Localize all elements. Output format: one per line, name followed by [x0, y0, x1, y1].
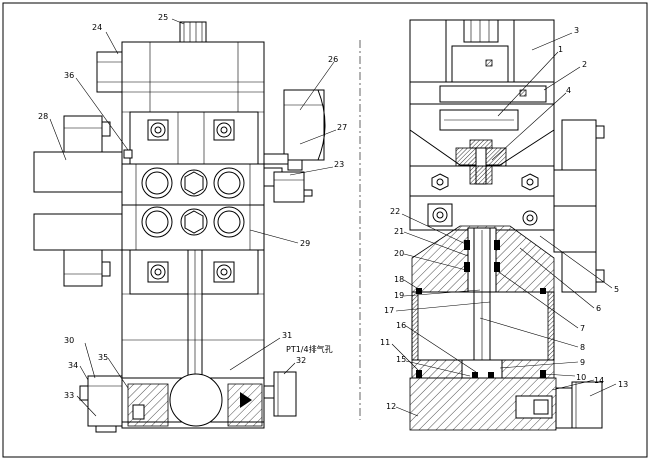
- callout-label: 20: [394, 249, 404, 258]
- section-view: [409, 19, 605, 431]
- callout-label: 11: [380, 338, 390, 347]
- front-view: [33, 21, 326, 433]
- callout-label: 27: [337, 123, 347, 132]
- callout-label: 31: [282, 331, 292, 340]
- bottom-gauge: [555, 381, 603, 429]
- callout-label: 5: [614, 285, 619, 294]
- callout-label: 24: [92, 23, 102, 32]
- callout-label: 34: [68, 361, 78, 370]
- callout-label: 23: [334, 160, 344, 169]
- base-bore: [169, 373, 223, 427]
- solenoid-stack: [553, 119, 605, 293]
- side-valve: [263, 167, 313, 203]
- side-block: [96, 51, 123, 93]
- port-bottom-right: [213, 206, 245, 238]
- callout-label: 28: [38, 112, 48, 121]
- callout-label: 12: [386, 402, 396, 411]
- callout-label: 7: [580, 324, 585, 333]
- callout-label: 22: [390, 207, 400, 216]
- callout-label: 35: [98, 353, 108, 362]
- callout-label: 26: [328, 55, 338, 64]
- callout-label: 30: [64, 336, 74, 345]
- callout-label: 4: [566, 86, 571, 95]
- callouts-right: 3 1 2 4 22 21 20 18 19 17 16 11 15 12 5 …: [380, 26, 628, 411]
- solenoid-upper: [33, 115, 123, 193]
- callout-label: 36: [64, 71, 74, 80]
- callout-label: 25: [158, 13, 168, 22]
- callout-label: 29: [300, 239, 310, 248]
- pipe-note: PT1/4排气孔: [286, 344, 333, 354]
- callout-label: 32: [296, 356, 306, 365]
- callout-label: 10: [576, 373, 586, 382]
- port-top-mid: [180, 169, 208, 197]
- left-fitting: [87, 375, 123, 427]
- callout-label: 21: [394, 227, 404, 236]
- callout-label: 8: [580, 343, 585, 352]
- callout-label: 13: [618, 380, 628, 389]
- callout-label: 6: [596, 304, 601, 313]
- port-top-right: [213, 167, 245, 199]
- callout-label: 2: [582, 60, 587, 69]
- solenoid-lower: [33, 213, 123, 287]
- callout-label: 14: [594, 376, 604, 385]
- port-bottom-mid: [180, 208, 208, 236]
- callout-label: 3: [574, 26, 579, 35]
- leaders-left: [49, 18, 337, 417]
- callout-label: 16: [396, 321, 406, 330]
- pressure-gauge-top: [263, 89, 326, 171]
- right-gauge: [273, 371, 297, 417]
- plunger-section: [455, 139, 507, 185]
- callout-label: 17: [384, 306, 394, 315]
- callout-label: 15: [396, 355, 406, 364]
- top-knob-section: [463, 19, 499, 43]
- callout-label: 1: [558, 45, 563, 54]
- callout-label: 9: [580, 358, 585, 367]
- callout-label: 33: [64, 391, 74, 400]
- valve-block: [121, 163, 265, 251]
- callouts-left: 24 25 26 36 28 27 23 29 31 30 35 34 33 3…: [38, 13, 347, 400]
- callout-label: 18: [394, 275, 404, 284]
- port-top-left: [141, 167, 173, 199]
- callout-label: 19: [394, 291, 404, 300]
- leaders-right: [391, 32, 617, 417]
- port-bottom-left: [141, 206, 173, 238]
